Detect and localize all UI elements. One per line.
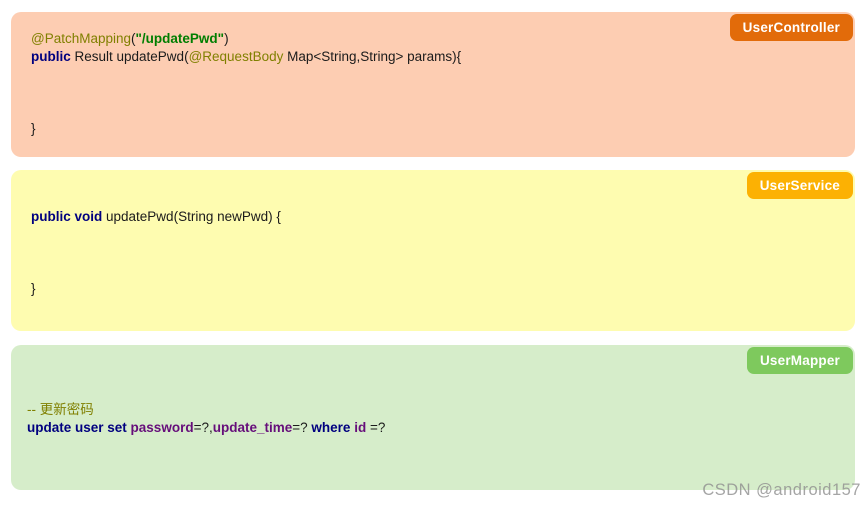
usermapper-panel: UserMapper -- 更新密码 update user set passwo… bbox=[11, 345, 855, 490]
usercontroller-code: @PatchMapping("/updatePwd")public Result… bbox=[11, 12, 855, 138]
code-line bbox=[31, 190, 835, 208]
code-line bbox=[31, 226, 835, 244]
code-token: } bbox=[31, 121, 36, 136]
code-line bbox=[27, 365, 839, 383]
code-token: password bbox=[130, 420, 194, 435]
code-token: public void bbox=[31, 209, 103, 224]
code-token: -- 更新密码 bbox=[27, 402, 94, 417]
userservice-panel: UserService public void updatePwd(String… bbox=[11, 170, 855, 331]
code-line: -- 更新密码 bbox=[27, 401, 839, 419]
code-token: update_time bbox=[212, 420, 293, 435]
code-token: =? bbox=[292, 420, 312, 435]
usermapper-code: -- 更新密码 update user set password=?,update… bbox=[11, 345, 855, 437]
code-line bbox=[31, 84, 835, 102]
code-token: @PatchMapping bbox=[31, 31, 132, 46]
code-token: Result updatePwd( bbox=[70, 49, 189, 64]
code-line bbox=[31, 262, 835, 280]
code-token: id bbox=[354, 420, 367, 435]
code-token: where bbox=[311, 420, 351, 435]
code-line: public void updatePwd(String newPwd) { bbox=[31, 208, 835, 226]
code-token: public bbox=[31, 49, 71, 64]
code-token: @RequestBody bbox=[188, 49, 284, 64]
code-line: @PatchMapping("/updatePwd") bbox=[31, 30, 835, 48]
code-line bbox=[31, 102, 835, 120]
userservice-badge: UserService bbox=[746, 172, 853, 199]
userservice-code: public void updatePwd(String newPwd) { } bbox=[11, 170, 855, 298]
code-token: update user set bbox=[27, 420, 127, 435]
usercontroller-badge: UserController bbox=[729, 14, 853, 41]
code-line: } bbox=[31, 120, 835, 138]
code-token: updatePwd(String newPwd) { bbox=[102, 209, 281, 224]
code-line bbox=[27, 383, 839, 401]
code-line: update user set password=?,update_time=?… bbox=[27, 419, 839, 437]
code-line bbox=[31, 244, 835, 262]
watermark: CSDN @android157 bbox=[702, 481, 861, 499]
code-line: public Result updatePwd(@RequestBody Map… bbox=[31, 48, 835, 66]
usermapper-badge: UserMapper bbox=[746, 347, 853, 374]
code-token: ) bbox=[224, 31, 229, 46]
code-token: Map<String,String> params){ bbox=[283, 49, 462, 64]
code-token: =? bbox=[366, 420, 386, 435]
code-line bbox=[31, 66, 835, 84]
code-token: "/updatePwd" bbox=[135, 31, 225, 46]
code-token: } bbox=[31, 281, 36, 296]
code-token: ( bbox=[131, 31, 136, 46]
code-token: =?, bbox=[193, 420, 213, 435]
code-line: } bbox=[31, 280, 835, 298]
usercontroller-panel: UserController @PatchMapping("/updatePwd… bbox=[11, 12, 855, 157]
